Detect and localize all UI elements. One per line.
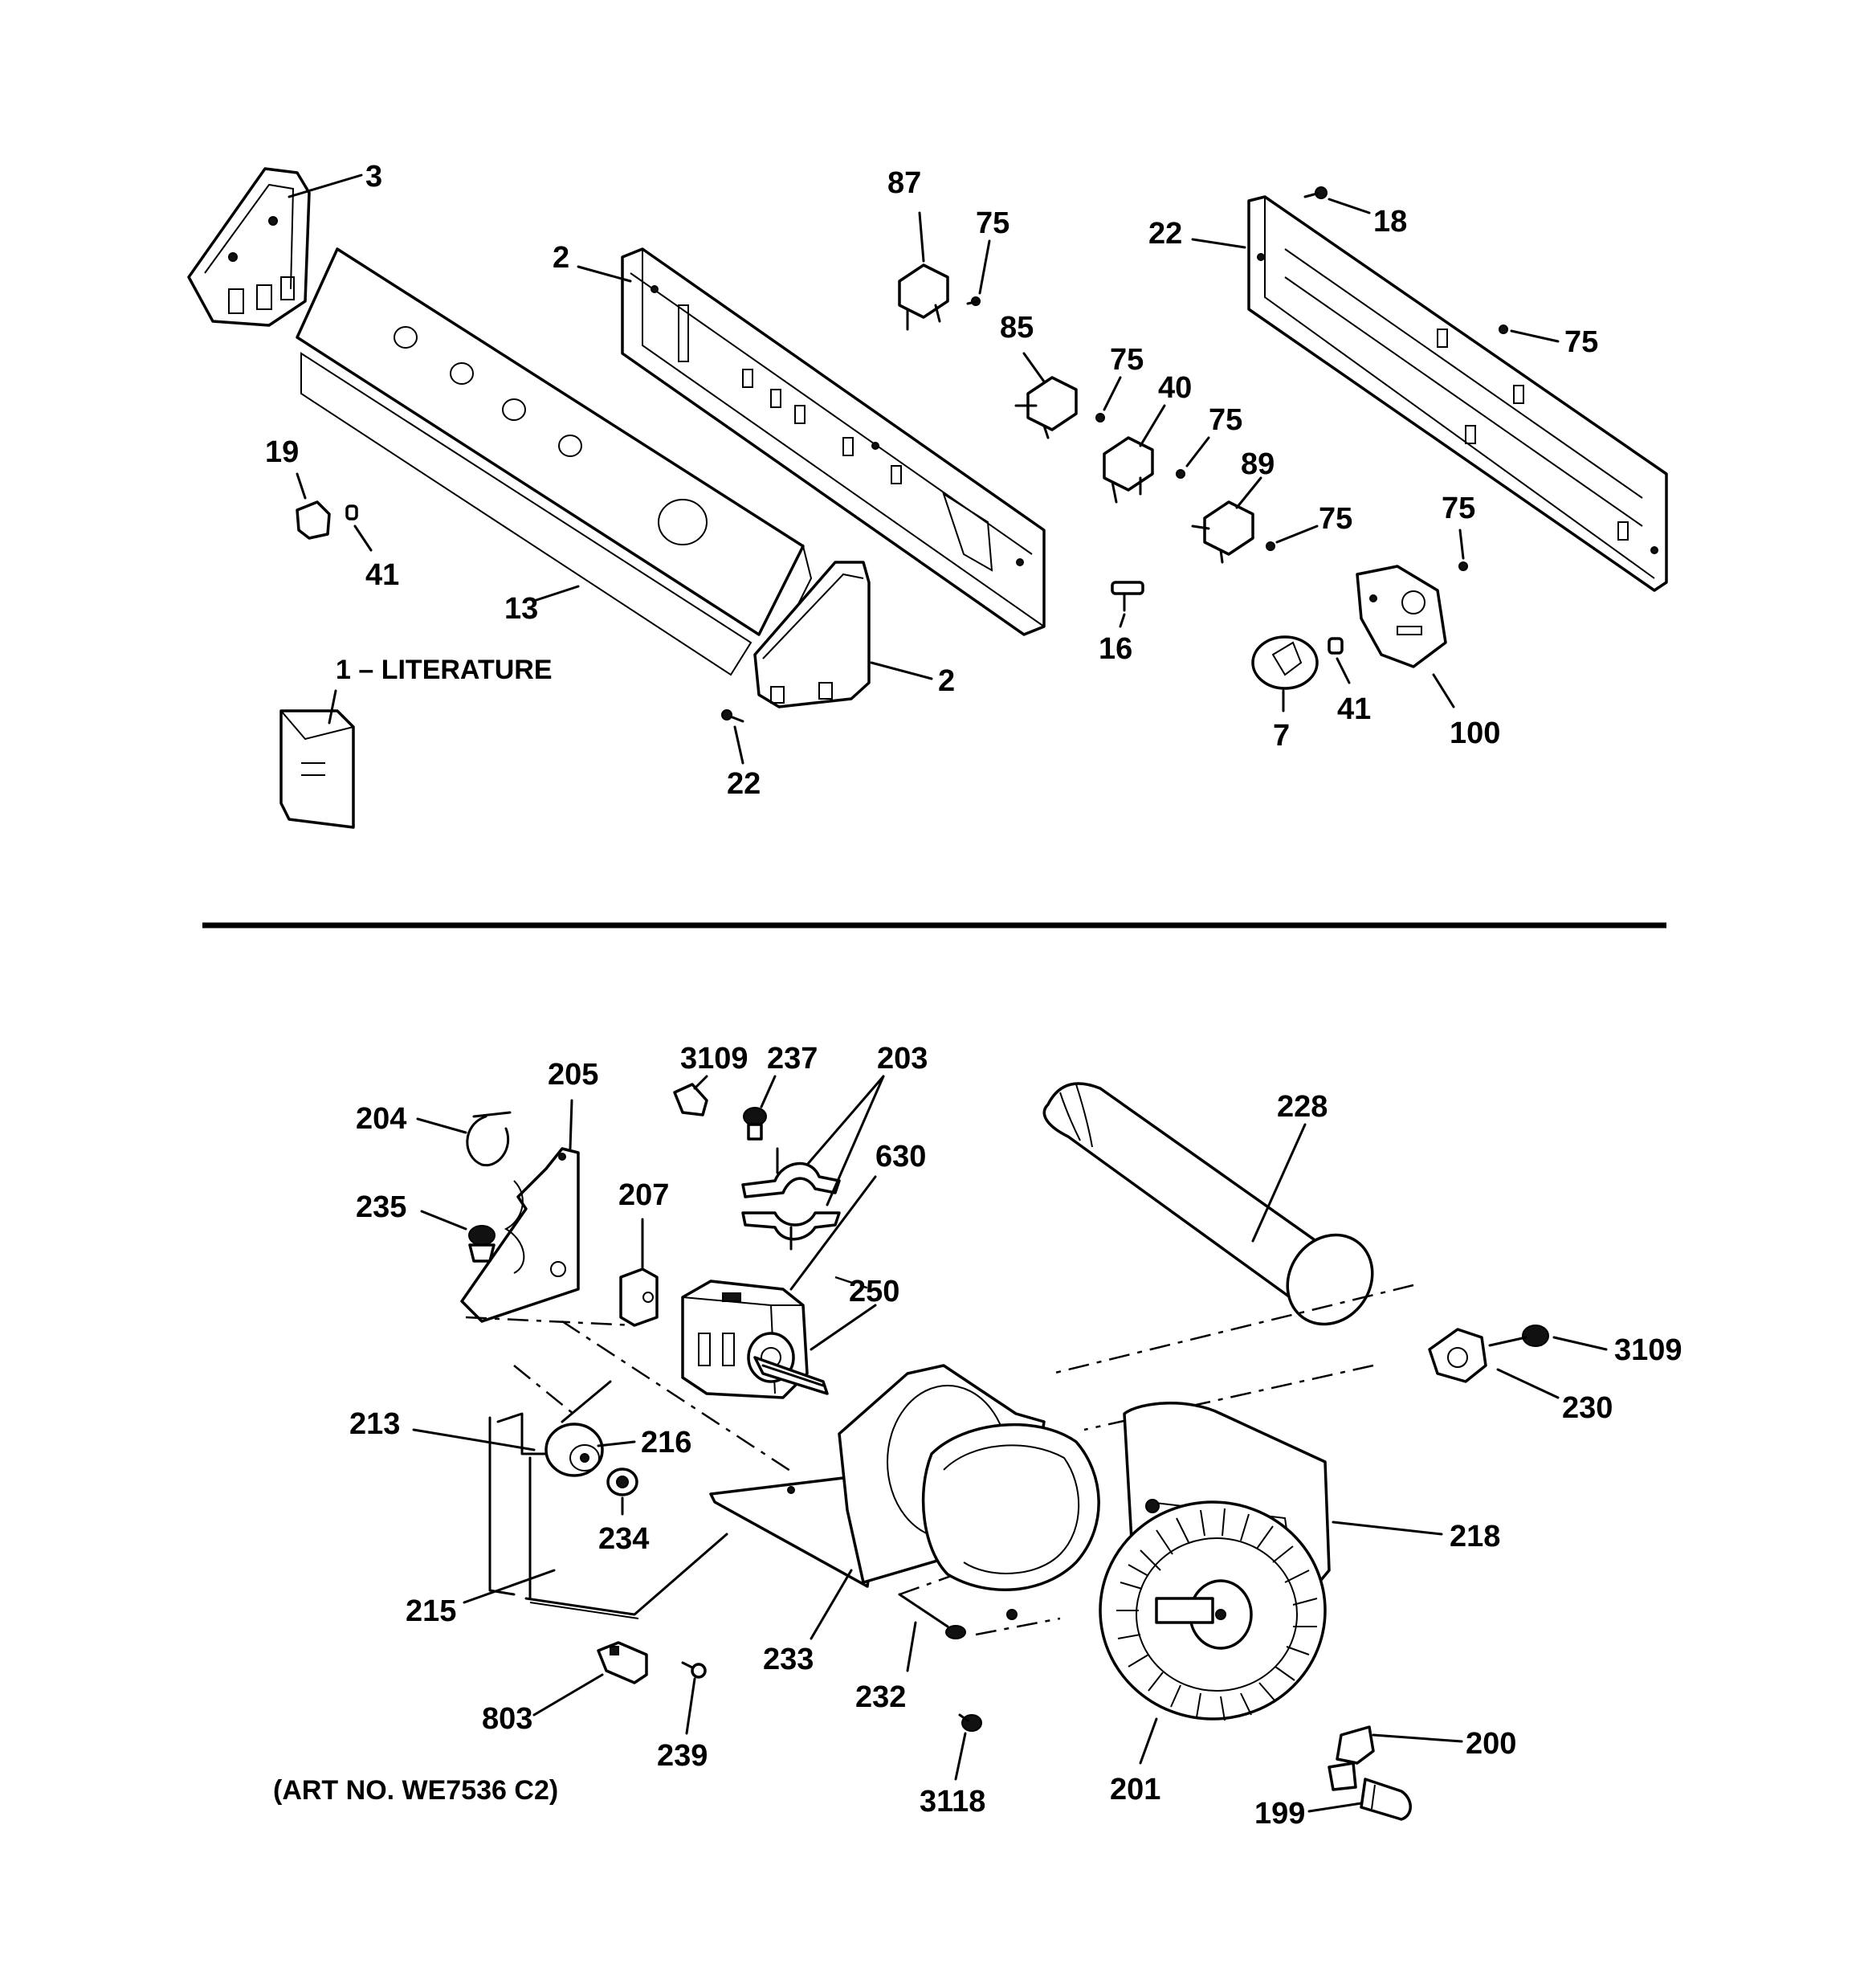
label-3118: 3118 xyxy=(920,1785,985,1819)
label-75c: 75 xyxy=(1209,403,1242,437)
label-237: 237 xyxy=(767,1042,818,1076)
label-205: 205 xyxy=(548,1058,598,1092)
part-75-screw-f xyxy=(1458,561,1468,571)
label-89: 89 xyxy=(1241,447,1275,481)
label-239: 239 xyxy=(657,1739,708,1773)
part-40-switch xyxy=(1103,436,1154,504)
part-19-knob xyxy=(296,500,331,540)
part-22-screw xyxy=(721,709,744,723)
part-87-switch xyxy=(898,263,949,331)
part-232-rod xyxy=(898,1593,966,1639)
label-3109a: 3109 xyxy=(680,1042,748,1076)
label-41a: 41 xyxy=(365,558,399,592)
part-250-pulley xyxy=(753,1356,829,1395)
label-22b: 22 xyxy=(1148,217,1182,251)
label-3: 3 xyxy=(365,160,382,194)
label-235: 235 xyxy=(356,1190,406,1224)
part-216-idler-pulley xyxy=(544,1423,604,1477)
part-2-end-cap-right xyxy=(753,561,871,708)
part-1-literature xyxy=(279,709,355,829)
part-41-spring xyxy=(345,504,358,520)
part-239-screw xyxy=(681,1661,707,1679)
label-3109b: 3109 xyxy=(1614,1333,1682,1367)
part-207-motor-switch xyxy=(619,1268,659,1327)
label-41b: 41 xyxy=(1337,692,1371,726)
part-201-blower-wheel xyxy=(1099,1500,1327,1721)
part-204-clamp xyxy=(466,1111,512,1167)
part-803-bracket xyxy=(597,1641,648,1684)
part-7-knob xyxy=(1251,635,1319,690)
label-218: 218 xyxy=(1450,1520,1500,1553)
part-199-bolt xyxy=(1360,1778,1412,1821)
alignment-lines xyxy=(465,1276,1414,1636)
label-232: 232 xyxy=(855,1680,906,1714)
part-3-end-cap xyxy=(187,167,311,327)
part-3118-screw xyxy=(958,1713,982,1732)
part-89-switch xyxy=(1191,500,1254,564)
label-75b: 75 xyxy=(1110,343,1144,377)
label-216: 216 xyxy=(641,1426,691,1459)
part-230-thermostat xyxy=(1428,1328,1487,1383)
part-13-control-panel xyxy=(296,247,813,676)
part-228-exhaust-duct xyxy=(1042,1082,1374,1326)
part-100-timer xyxy=(1356,565,1447,668)
part-75-screw-c xyxy=(1176,469,1185,479)
label-200: 200 xyxy=(1466,1727,1516,1761)
part-234-washer xyxy=(606,1468,638,1496)
part-75-screw-d xyxy=(1266,541,1275,551)
label-40: 40 xyxy=(1158,371,1192,405)
label-203: 203 xyxy=(877,1042,928,1076)
part-235-bolt xyxy=(468,1225,496,1263)
label-22a: 22 xyxy=(727,767,761,801)
label-213: 213 xyxy=(349,1407,400,1441)
part-41-spring-b xyxy=(1328,637,1344,655)
label-18: 18 xyxy=(1373,205,1407,239)
label-16: 16 xyxy=(1099,632,1132,666)
label-234: 234 xyxy=(598,1522,649,1556)
part-215-spring-rod xyxy=(524,1533,728,1619)
label-250: 250 xyxy=(849,1275,899,1308)
part-18-screw xyxy=(1303,186,1328,199)
part-75-screw-b xyxy=(1095,413,1105,423)
label-19: 19 xyxy=(265,435,299,469)
part-3109-fastener-a xyxy=(673,1083,708,1116)
label-1-literature: 1 – LITERATURE xyxy=(336,655,553,685)
label-630: 630 xyxy=(875,1140,926,1174)
part-16-pin xyxy=(1111,581,1144,612)
label-207: 207 xyxy=(618,1178,669,1212)
part-2-panel-frame xyxy=(621,247,1046,636)
label-228: 228 xyxy=(1277,1090,1328,1124)
label-215: 215 xyxy=(406,1594,456,1628)
part-213-idler-arm xyxy=(488,1380,612,1600)
label-75d: 75 xyxy=(1319,502,1352,536)
label-85: 85 xyxy=(1000,311,1034,345)
label-803: 803 xyxy=(482,1702,532,1736)
label-7: 7 xyxy=(1273,719,1290,753)
label-100: 100 xyxy=(1450,716,1500,750)
label-13: 13 xyxy=(504,592,538,626)
label-230: 230 xyxy=(1562,1391,1613,1425)
label-75f: 75 xyxy=(1442,492,1475,525)
part-205-motor-bracket xyxy=(460,1147,580,1323)
part-200-clip xyxy=(1328,1725,1375,1791)
label-201: 201 xyxy=(1110,1773,1160,1806)
label-75e: 75 xyxy=(1564,325,1598,359)
label-2a: 2 xyxy=(553,241,569,275)
label-204: 204 xyxy=(356,1102,406,1136)
label-87: 87 xyxy=(887,166,921,200)
part-22-back-plate xyxy=(1247,195,1668,592)
part-3109-fastener-b xyxy=(1488,1325,1549,1347)
art-number-caption: (ART NO. WE7536 C2) xyxy=(273,1775,558,1806)
label-2b: 2 xyxy=(938,664,955,698)
part-85-switch xyxy=(1014,376,1078,439)
part-203-motor-clamp xyxy=(741,1147,841,1251)
part-75-screw-a xyxy=(966,296,981,306)
label-199: 199 xyxy=(1254,1797,1305,1831)
part-237-screw xyxy=(743,1107,767,1141)
label-75a: 75 xyxy=(976,206,1009,240)
label-233: 233 xyxy=(763,1643,814,1676)
part-75-screw-e xyxy=(1499,325,1508,334)
